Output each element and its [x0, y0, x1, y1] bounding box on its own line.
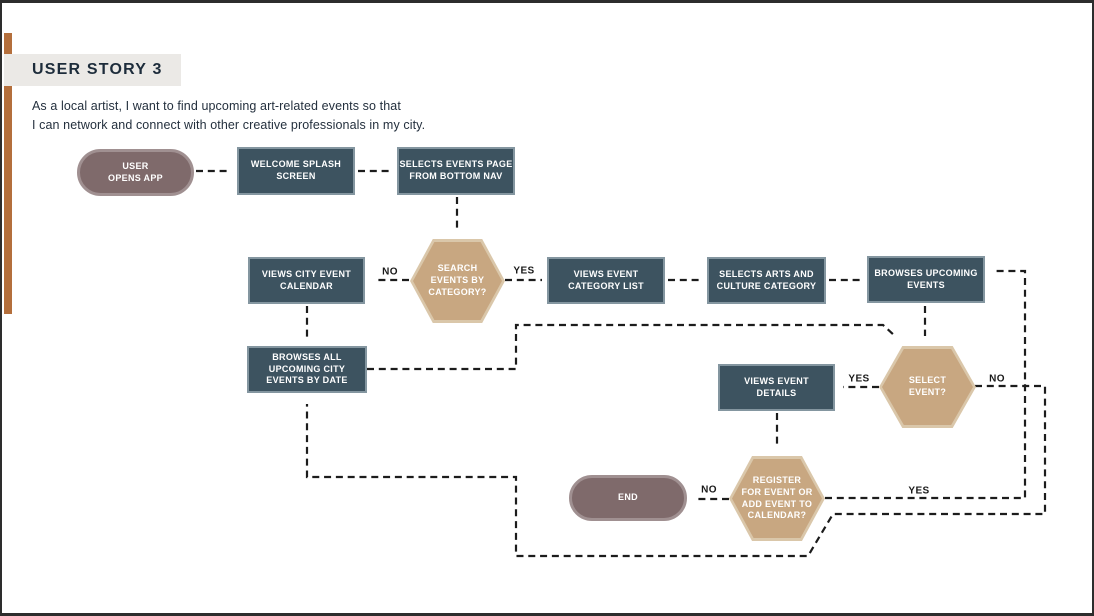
node-selects-events-page-label: SELECTS EVENTS PAGE FROM BOTTOM NAV	[399, 159, 513, 181]
node-register-event-decision: REGISTER FOR EVENT OR ADD EVENT TO CALEN…	[729, 456, 825, 541]
node-select-event-decision: SELECT EVENT?	[879, 346, 976, 428]
node-welcome-splash-screen: WELCOME SPLASH SCREEN	[237, 147, 355, 195]
edge-select-no-loop-to-browses-all	[305, 384, 1047, 558]
node-selects-arts-culture: SELECTS ARTS AND CULTURE CATEGORY	[707, 257, 826, 304]
accent-bar	[4, 33, 12, 314]
node-selects-arts-culture-label: SELECTS ARTS AND CULTURE CATEGORY	[716, 268, 817, 291]
hexagon-shape	[413, 242, 502, 320]
edge-label-select-no: NO	[989, 373, 1005, 385]
node-welcome-splash-label: WELCOME SPLASH SCREEN	[250, 159, 342, 181]
edge-label-register-yes: YES	[908, 485, 930, 497]
page-title: USER STORY 3	[32, 61, 163, 78]
node-selects-events-page: SELECTS EVENTS PAGE FROM BOTTOM NAV	[397, 147, 515, 195]
node-views-city-event-calendar: VIEWS CITY EVENT CALENDAR	[248, 257, 365, 304]
edge-register-yes-loop-to-browses-upcoming	[825, 269, 1027, 500]
title-block: USER STORY 3	[4, 54, 181, 86]
edge-browses-all-to-select-decision	[367, 323, 896, 371]
node-views-event-details: VIEWS EVENT DETAILS	[718, 364, 835, 411]
node-views-city-calendar-label: VIEWS CITY EVENT CALENDAR	[261, 268, 352, 291]
node-views-category-list-label: VIEWS EVENT CATEGORY LIST	[568, 268, 644, 291]
node-select-event-label: SELECT EVENT?	[908, 375, 947, 397]
edge-label-search-no: NO	[382, 266, 398, 278]
node-browses-upcoming-events: BROWSES UPCOMING EVENTS	[867, 256, 985, 303]
node-user-opens-app: USER OPENS APP	[77, 149, 194, 196]
node-user-opens-app-label: USER OPENS APP	[108, 160, 163, 183]
node-browses-all-city-events: BROWSES ALL UPCOMING CITY EVENTS BY DATE	[247, 346, 367, 393]
node-views-event-details-label: VIEWS EVENT DETAILS	[744, 375, 809, 398]
node-search-events-decision: SEARCH EVENTS BY CATEGORY?	[410, 239, 505, 323]
connector-layer	[196, 169, 1047, 558]
edge-label-search-yes: YES	[513, 265, 535, 277]
description-line-2: I can network and connect with other cre…	[32, 117, 426, 132]
hexagon-shape	[882, 349, 973, 425]
node-browses-all-label: BROWSES ALL UPCOMING CITY EVENTS BY DATE	[266, 351, 348, 386]
node-views-event-category-list: VIEWS EVENT CATEGORY LIST	[547, 257, 665, 304]
node-register-event-label: REGISTER FOR EVENT OR ADD EVENT TO CALEN…	[741, 475, 813, 521]
edge-label-register-no: NO	[701, 484, 717, 496]
node-search-events-label: SEARCH EVENTS BY CATEGORY?	[428, 263, 487, 297]
user-story-description: As a local artist, I want to find upcomi…	[32, 97, 425, 134]
edge-label-select-yes: YES	[848, 373, 870, 385]
hexagon-shape	[732, 459, 822, 538]
node-end-label: END	[618, 492, 638, 503]
description-line-1: As a local artist, I want to find upcomi…	[32, 99, 401, 113]
node-end: END	[569, 475, 687, 521]
node-browses-upcoming-label: BROWSES UPCOMING EVENTS	[874, 267, 978, 290]
